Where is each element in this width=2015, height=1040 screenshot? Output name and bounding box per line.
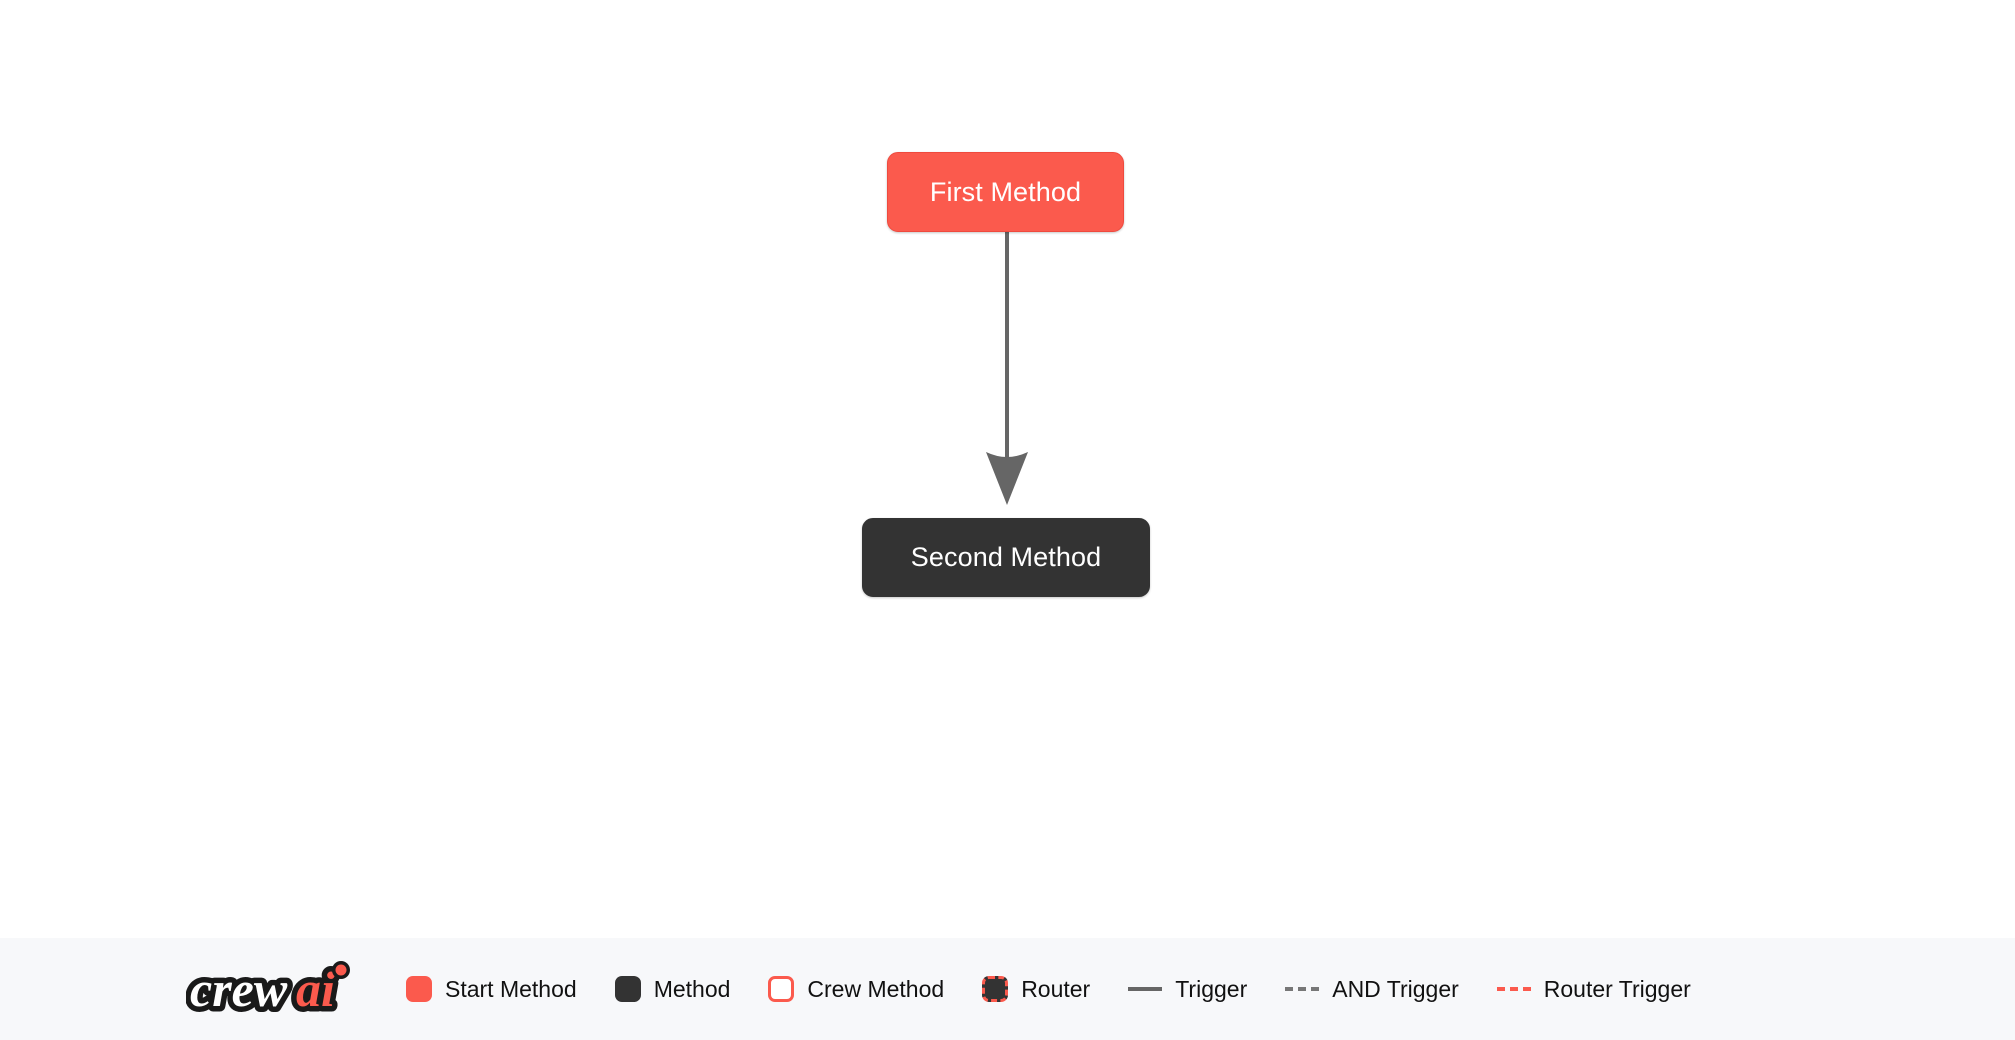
legend-bar: crew crew ai ai Start Method Method Crew… bbox=[0, 938, 2015, 1040]
legend-label: Trigger bbox=[1175, 975, 1248, 1002]
crewai-logo[interactable]: crew crew ai ai bbox=[186, 958, 364, 1020]
legend-item-method[interactable]: Method bbox=[614, 975, 731, 1002]
start-method-swatch-icon bbox=[406, 976, 432, 1002]
method-swatch-icon bbox=[614, 976, 641, 1002]
crew-method-swatch-icon bbox=[768, 976, 795, 1002]
legend-item-and-trigger[interactable]: AND Trigger bbox=[1285, 975, 1459, 1002]
svg-text:ai: ai bbox=[296, 961, 335, 1017]
edge-first-to-second bbox=[986, 232, 1028, 505]
flow-canvas[interactable]: First Method Second Method bbox=[0, 0, 2015, 938]
legend-label: Router Trigger bbox=[1543, 975, 1691, 1002]
legend-label: Crew Method bbox=[807, 975, 945, 1002]
legend-item-router[interactable]: Router bbox=[982, 976, 1090, 1002]
trigger-line-icon bbox=[1128, 987, 1163, 991]
legend-label: Start Method bbox=[445, 975, 577, 1002]
edge-layer bbox=[986, 232, 1028, 505]
router-trigger-line-icon bbox=[1496, 987, 1531, 991]
svg-text:crew: crew bbox=[190, 961, 288, 1017]
legend-label: Router bbox=[1021, 975, 1091, 1002]
legend-label: AND Trigger bbox=[1332, 975, 1459, 1002]
and-trigger-line-icon bbox=[1285, 987, 1320, 991]
legend-label: Method bbox=[653, 975, 731, 1002]
legend-item-start-method[interactable]: Start Method bbox=[406, 976, 577, 1002]
flow-node-label: Second Method bbox=[910, 542, 1102, 572]
svg-text:crew: crew bbox=[190, 961, 288, 1017]
legend-item-crew-method[interactable]: Crew Method bbox=[768, 976, 944, 1002]
flow-node-second-method[interactable]: Second Method bbox=[862, 518, 1150, 597]
flow-node-first-method[interactable]: First Method bbox=[887, 152, 1124, 232]
flow-node-label: First Method bbox=[929, 176, 1082, 207]
legend-item-router-trigger[interactable]: Router Trigger bbox=[1496, 975, 1691, 1002]
crewai-logo-icon: crew crew ai ai bbox=[186, 958, 350, 1020]
router-swatch-icon bbox=[982, 976, 1009, 1002]
legend-item-trigger[interactable]: Trigger bbox=[1128, 975, 1248, 1002]
